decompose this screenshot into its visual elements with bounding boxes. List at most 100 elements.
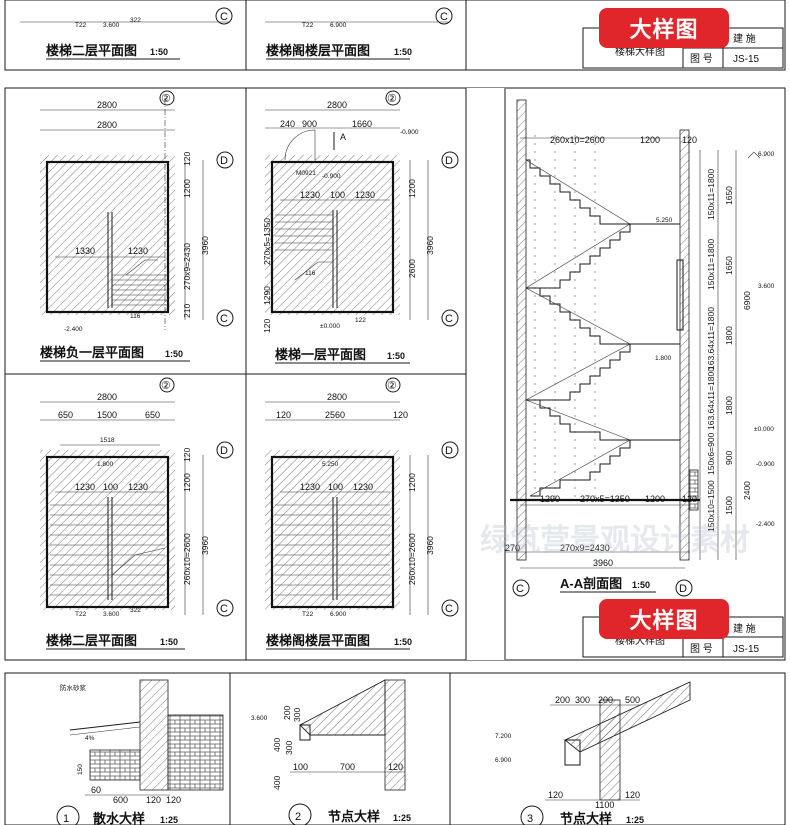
sec-dim-top-3: 120	[682, 135, 697, 145]
top-tb-name: 楼梯大样图	[615, 45, 665, 58]
sec-vdim-8: 163.64x11=1800	[706, 367, 716, 430]
plan2-dim-f: 100	[330, 190, 345, 200]
sec-level-5250: 5.250	[656, 217, 673, 224]
top-title-2: 楼梯阁楼层平面图	[266, 43, 370, 58]
plan2-grid-d: D	[445, 155, 453, 167]
sec-bdim-1: 1290	[540, 494, 560, 504]
sec-bdim-5: 270	[505, 543, 520, 553]
sec-bdim-3: 1200	[645, 494, 665, 504]
plan1-treads	[112, 259, 168, 306]
detail2-dim-200: 200	[282, 706, 292, 720]
plan4-grid-c: C	[445, 603, 453, 615]
detail-2: 3.600 200 300 400 300 400 100 700 120 2 …	[251, 679, 411, 825]
detail2-dim-300a: 300	[292, 708, 302, 722]
detail1-dim-120b: 120	[166, 795, 181, 805]
plan3-dim-g: 1230	[128, 482, 148, 492]
detail3-dim-g: 120	[625, 790, 640, 800]
plan3-scale: 1:50	[160, 637, 178, 647]
detail3-num: 3	[527, 813, 533, 825]
detail1-slope: 4%	[85, 735, 95, 742]
plan1-dim-f: 1200	[182, 179, 192, 198]
sec-dim-top-2: 1200	[640, 135, 660, 145]
top-title-1: 楼梯二层平面图	[46, 43, 137, 58]
section-aa: 260x10=2600 1200 120 5.250	[505, 99, 775, 597]
main-sheet	[4, 87, 786, 661]
detail2-dim-400a: 400	[272, 738, 282, 752]
sec-dim-top-1: 260x10=2600	[550, 135, 605, 145]
plan2-dim-j: 120	[262, 319, 272, 333]
detail1-dim-600: 600	[113, 795, 128, 805]
plan4-small-b: 6.900	[330, 611, 347, 618]
plan4-dim-i: 260x10=2600	[407, 533, 417, 585]
sec-bdim-2: 270x5=1350	[580, 494, 630, 504]
plan-2f: ② 2800 650 1500 650 1518 1.800 1230 100 …	[40, 377, 234, 650]
top-strip: T22 3.600 322 T22 6.900 C C 楼梯二层平面图 1:50…	[4, 0, 786, 71]
sec-vdim-14: 1500	[724, 496, 734, 515]
plan3-dim-f: 100	[103, 482, 118, 492]
plan2-small-b: 116	[305, 270, 316, 277]
sec-grid-c: C	[516, 583, 524, 595]
plan-b1: ② 2800 2800 1330 1230 120 1200 270x9=243…	[40, 90, 234, 362]
plan3-grid-2: ②	[161, 380, 171, 392]
top-grid-2: C	[440, 11, 448, 23]
sec-level-3600: 3.600	[758, 283, 775, 290]
detail1-num: 1	[63, 813, 69, 825]
plan4-dim-j: 3960	[425, 536, 435, 555]
sec-bdim-6: 270x9=2430	[560, 543, 610, 553]
plan-1f: ② 2800 240 900 1660 A -0.900 M0921 -0.90…	[262, 90, 459, 364]
plan-attic: ② 2800 120 2560 120 5.250 1230 100 1230	[265, 377, 459, 650]
plan2-dim-m: 3960	[425, 236, 435, 255]
detail2-dim-100: 100	[293, 762, 308, 772]
detail3-dim-b: 300	[575, 695, 590, 705]
plan4-grid-d: D	[445, 445, 453, 457]
main-tb-num-label: 图 号	[690, 643, 713, 655]
detail3-dim-d: 500	[625, 695, 640, 705]
sec-level-1800: 1.800	[655, 355, 672, 362]
plan1-dim-b: 2800	[97, 120, 117, 130]
plan2-treads	[275, 214, 333, 281]
detail1-title: 散水大样	[93, 811, 145, 825]
plan3-small-b: 3.600	[103, 611, 120, 618]
plan2-dim-a: 2800	[327, 100, 347, 110]
top-dim-4: T22	[302, 22, 314, 29]
details-sheet	[4, 672, 786, 825]
plan2-grid-2: ②	[387, 93, 397, 105]
plan2-dim-g: 1230	[355, 190, 375, 200]
plan4-dim-b: 120	[276, 410, 291, 420]
plan3-dim-i: 1200	[182, 473, 192, 492]
plan3-level-b: 1.800	[97, 461, 114, 468]
sec-scale: 1:50	[632, 580, 650, 590]
plan1-scale: 1:50	[165, 349, 183, 359]
plan4-treads	[275, 504, 390, 596]
plan3-treads	[50, 504, 166, 596]
plan4-dim-g: 1230	[353, 482, 373, 492]
badge-top: 大样图	[599, 8, 729, 48]
plan2-section-a: A	[340, 132, 346, 142]
detail2-num: 2	[295, 811, 301, 823]
plan2-dim-d: 1660	[352, 119, 372, 129]
detail1-dim-60: 60	[91, 785, 101, 795]
plan2-level-door: -0.900	[322, 173, 341, 180]
detail3-dim-a: 200	[555, 695, 570, 705]
plan3-dim-b: 650	[58, 410, 73, 420]
detail2-dim-120: 120	[388, 762, 403, 772]
detail3-dim-e: 120	[548, 790, 563, 800]
plan4-dim-c: 2560	[325, 410, 345, 420]
sec-vdim-5: 6900	[742, 291, 752, 310]
sec-level-0: ±0.000	[754, 426, 774, 433]
detail2-title: 节点大样	[328, 809, 380, 824]
plan4-level: 5.250	[322, 461, 339, 468]
top-tb-num: JS-15	[733, 54, 760, 65]
plan1-grid-2: ②	[161, 93, 171, 105]
stair-flights	[525, 135, 631, 500]
plan1-dim-d: 1230	[128, 246, 148, 256]
plan1-dim-g: 270x9=2430	[182, 243, 192, 290]
plan1-dim-c: 1330	[75, 246, 95, 256]
plan3-grid-d: D	[220, 445, 228, 457]
detail3-title: 节点大样	[560, 811, 612, 825]
detail3-scale: 1:25	[626, 815, 644, 825]
sec-level-m0900: -0.900	[756, 461, 775, 468]
plan1-level: -2.400	[64, 326, 83, 333]
detail2-dim-700: 700	[340, 762, 355, 772]
